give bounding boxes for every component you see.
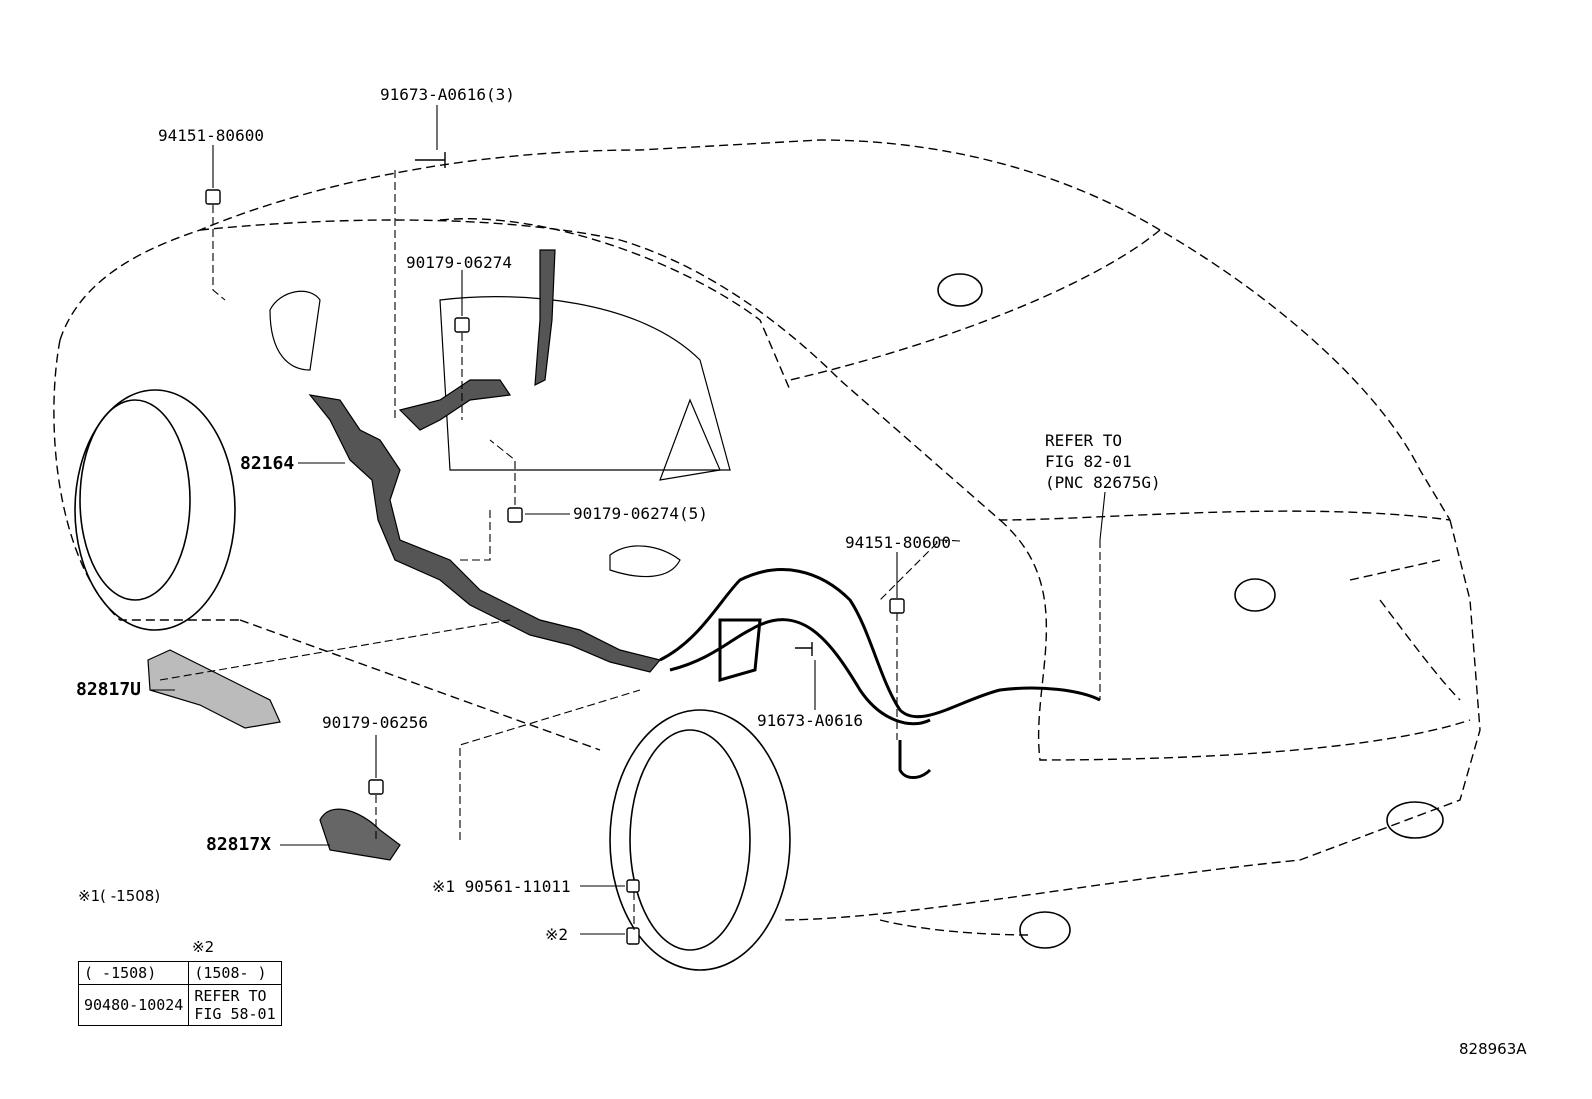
label-refer-to: REFER TO: [1045, 431, 1123, 450]
label-note-2: ※2: [545, 925, 569, 944]
wire-harness-82164: [308, 249, 662, 673]
label-82817u: 82817U: [76, 679, 142, 700]
table-row: ( -1508) (1508- ): [77, 961, 282, 985]
label-90561-11011: ※1 90561-11011: [432, 877, 571, 896]
cover-82817U: [147, 649, 281, 729]
label-arrows: [150, 105, 1106, 935]
label-82817x: 82817X: [206, 834, 272, 855]
table-header-note-2: ※2: [192, 938, 215, 956]
table-cell-date-after: (1508- ): [188, 961, 282, 985]
label-90179-06274: 90179-06274: [406, 253, 512, 272]
illustration-id: 828963A: [1459, 1040, 1527, 1058]
label-94151-80600-rear: 94151-80600: [845, 533, 951, 552]
wheels: [74, 273, 1444, 971]
label-91673-a0616-3: 91673-A0616(3): [380, 85, 515, 104]
table-cell-part-number: 90480-10024: [77, 984, 190, 1026]
table-ref-line-1: REFER TO: [194, 987, 267, 1005]
note-1-date-range: ※1( -1508): [78, 887, 161, 905]
table-ref-line-2: FIG 58-01: [194, 1005, 276, 1023]
label-90179-06256: 90179-06256: [322, 713, 428, 732]
windows-doors: [269, 290, 731, 578]
cover-82817X: [319, 808, 401, 861]
label-90179-06274-5: 90179-06274(5): [573, 504, 708, 523]
car-body-outline: [53, 139, 1481, 936]
fasteners: [205, 152, 905, 945]
table-cell-reference: REFER TO FIG 58-01: [188, 984, 282, 1026]
table-cell-date-before: ( -1508): [77, 961, 190, 985]
leader-lines: [159, 170, 1101, 930]
label-94151-80600-front: 94151-80600: [158, 126, 264, 145]
fastener-table: ( -1508) (1508- ) 90480-10024 REFER TO F…: [77, 961, 282, 1026]
rear-harness: [659, 568, 1101, 779]
label-fig-82-01: FIG 82-01: [1045, 452, 1132, 471]
label-pnc-82675g: (PNC 82675G): [1045, 473, 1161, 492]
table-row: 90480-10024 REFER TO FIG 58-01: [77, 984, 282, 1026]
label-82164: 82164: [240, 453, 295, 474]
label-91673-a0616: 91673-A0616: [757, 711, 863, 730]
